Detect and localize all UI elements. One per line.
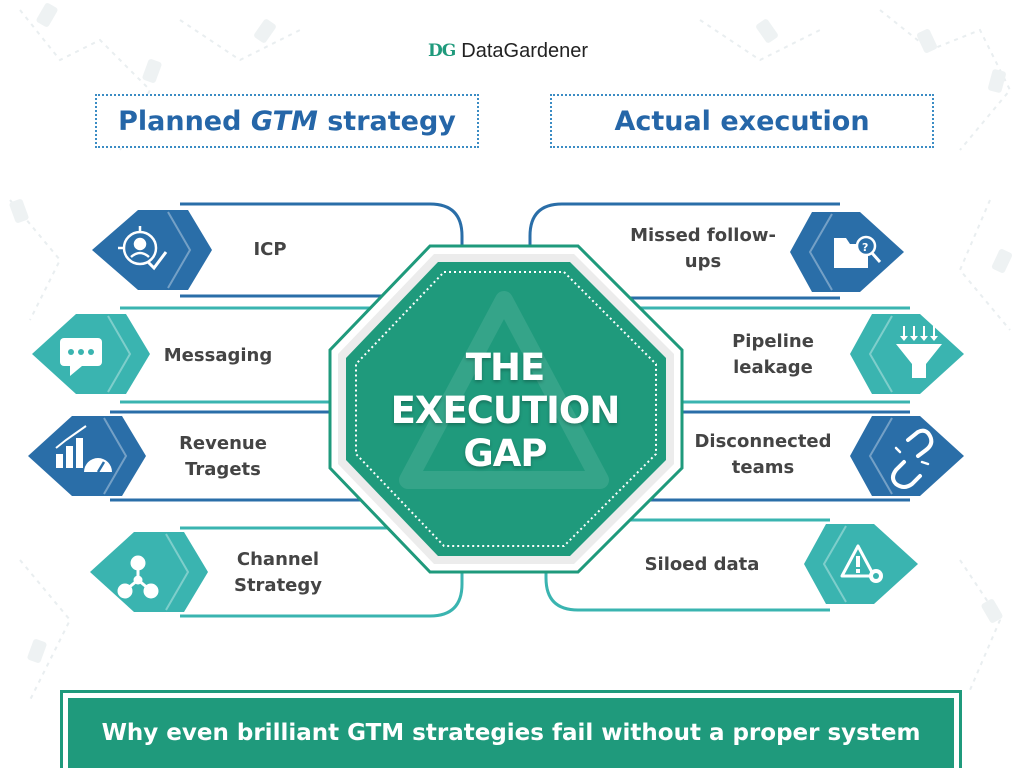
chat-bubble-icon xyxy=(60,338,102,376)
target-user-icon xyxy=(118,226,168,271)
left-item-3-line2: Tragets xyxy=(185,459,261,480)
bar-chart-gauge-icon xyxy=(55,425,112,473)
folder-search-icon: ? xyxy=(834,235,882,268)
bottom-banner: Why even brilliant GTM strategies fail w… xyxy=(68,698,954,768)
right-item-3-line1: Disconnected xyxy=(694,431,832,452)
left-tab-3 xyxy=(28,416,146,496)
octagon-core xyxy=(346,262,666,556)
octagon-triangle-watermark xyxy=(399,291,609,489)
actual-execution-header: Actual execution xyxy=(550,94,934,148)
right-item-pipeline-leakage: Pipeline leakage xyxy=(706,328,840,382)
logo-mark: DG xyxy=(428,41,456,61)
planned-strategy-header: Planned GTM strategy xyxy=(95,94,479,148)
svg-text:?: ? xyxy=(862,241,868,254)
datagardener-logo: DG DataGardener xyxy=(428,38,588,64)
right-item-2-line2: leakage xyxy=(733,357,813,378)
funnel-icon xyxy=(896,326,942,378)
centre-line-3: GAP xyxy=(463,431,547,475)
left-item-4-line2: Strategy xyxy=(233,575,323,596)
left-tab-4 xyxy=(90,532,208,612)
planned-header-post: strategy xyxy=(317,105,456,137)
right-tab-3 xyxy=(850,416,964,496)
right-item-1-line1: Missed follow- xyxy=(630,225,776,246)
centre-line-1: THE xyxy=(465,345,545,389)
broken-chain-icon xyxy=(891,428,934,489)
left-item-1-line1: ICP xyxy=(253,239,287,260)
left-item-2-line1: Messaging xyxy=(163,345,273,366)
network-nodes-icon xyxy=(117,555,159,599)
right-item-3-line2: teams xyxy=(731,457,795,478)
right-item-4-line1: Siloed data xyxy=(644,554,760,575)
right-item-1-line2: ups xyxy=(684,251,722,272)
left-item-4-line1: Channel xyxy=(236,549,320,570)
warning-gear-icon xyxy=(840,544,883,583)
planned-header-em: GTM xyxy=(250,105,318,137)
banner-frame xyxy=(60,690,962,768)
right-item-disconnected-teams: Disconnected teams xyxy=(680,428,846,482)
right-item-siloed-data: Siloed data xyxy=(622,538,782,592)
left-item-icp: ICP xyxy=(212,224,328,276)
left-item-3-line1: Revenue xyxy=(179,433,267,454)
planned-header-pre: Planned xyxy=(118,105,251,137)
logo-name: DataGardener xyxy=(461,39,589,62)
octagon-dotted-border xyxy=(355,271,657,547)
execution-gap-title: THE EXECUTION GAP xyxy=(380,340,630,480)
centre-line-2: EXECUTION xyxy=(390,388,621,432)
left-item-messaging: Messaging xyxy=(150,330,286,382)
left-tab-1 xyxy=(92,210,212,290)
right-item-missed-follow-ups: Missed follow-ups xyxy=(610,222,796,276)
right-item-2-line1: Pipeline xyxy=(732,331,814,352)
right-tab-4 xyxy=(804,524,918,604)
